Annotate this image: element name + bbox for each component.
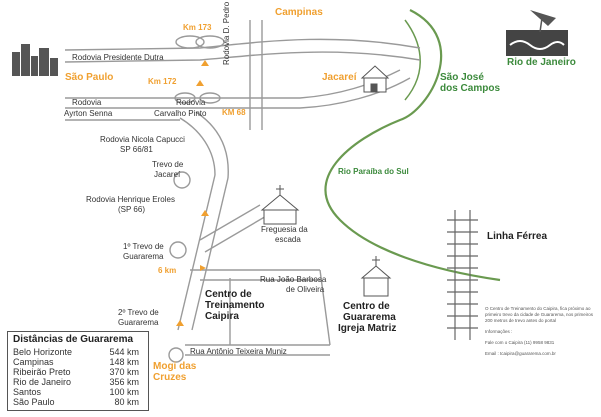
road-joao-barbosa-line1: Rua João Barbosa: [260, 275, 327, 284]
railway: [447, 210, 478, 340]
info-phone: Fale com o Caipira (11) 9958 9831: [485, 340, 555, 345]
trevo1-line1: 1º Trevo de: [123, 242, 164, 251]
km-68: KM 68: [222, 108, 246, 117]
road-ayrton-senna: Ayrton Senna: [64, 109, 113, 118]
km-172: Km 172: [148, 77, 177, 86]
distances-title: Distâncias de Guararema: [13, 334, 134, 345]
info-heading: Informações :: [485, 329, 513, 334]
city-sao-jose-line1: São José: [440, 72, 484, 83]
road-nicola-line1: Rodovia Nicola Capucci: [100, 135, 185, 144]
river-paraiba: [324, 9, 501, 282]
label-centro-caipira-line3: Caipira: [205, 311, 239, 322]
road-dom-pedro: Rodovia D. Pedro: [222, 1, 231, 65]
label-rio-paraiba: Rio Paraíba do Sul: [338, 167, 409, 176]
info-email: Email : tcaipira@guararema.com.br: [485, 351, 556, 356]
label-centro-guararema-line1: Centro de: [343, 301, 390, 312]
info-text: O Centro de Treinamento do Caipira, fica…: [485, 306, 594, 323]
road-rodovia-left: Rodovia: [72, 98, 102, 107]
city-mogi-line1: Mogi das: [153, 361, 197, 372]
label-centro-guararema-line2: Guararema: [343, 312, 396, 323]
trevo1-line2: Guararema: [123, 252, 164, 261]
trevo-jacarei-line2: Jacareí: [154, 170, 181, 179]
km-173: Km 173: [183, 23, 212, 32]
city-mogi-line2: Cruzes: [153, 372, 187, 383]
route-arrows: [176, 60, 209, 326]
church-icon: [260, 185, 300, 225]
city-jacarei: Jacareí: [322, 72, 357, 83]
trevo-jacarei-line1: Trevo de: [152, 160, 184, 169]
label-freguesia-line2: escada: [275, 235, 301, 244]
city-sao-paulo: São Paulo: [65, 72, 114, 83]
trevo2-line1: 2º Trevo de: [118, 308, 159, 317]
info-box: O Centro de Treinamento do Caipira, fica…: [485, 306, 597, 357]
label-centro-caipira-line2: Treinamento: [205, 300, 265, 311]
km-6: 6 km: [158, 266, 177, 275]
city-sao-jose-line2: dos Campos: [440, 83, 501, 94]
road-henrique-line2: (SP 66): [118, 205, 145, 214]
road-carvalho-pinto: Carvalho Pinto: [154, 109, 207, 118]
road-antonio-teixeira: Rua Antônio Teixeira Muniz: [190, 347, 287, 356]
trevo2-line2: Guararema: [118, 318, 159, 327]
city-skyline-icon: [12, 44, 58, 76]
road-rodovia-mid: Rodovia: [176, 98, 206, 107]
road-joao-barbosa-line2: de Oliveira: [286, 285, 325, 294]
road-presidente-dutra: Rodovia Presidente Dutra: [72, 53, 164, 62]
label-freguesia-line1: Freguesia da: [261, 225, 308, 234]
label-linha-ferrea: Linha Férrea: [487, 231, 548, 242]
label-centro-guararema-line3: Igreja Matriz: [338, 323, 397, 334]
matriz-church-icon: [360, 256, 392, 297]
road-henrique-line1: Rodovia Henrique Eroles: [86, 195, 175, 204]
river-curve-top: [404, 19, 421, 101]
label-centro-caipira-line1: Centro de: [205, 289, 252, 300]
highways: [64, 20, 421, 363]
city-rio: Rio de Janeiro: [507, 57, 576, 68]
house-icon: [360, 65, 390, 93]
road-nicola-line2: SP 66/81: [120, 145, 153, 154]
city-campinas: Campinas: [275, 7, 323, 18]
rio-icon: [506, 10, 568, 56]
